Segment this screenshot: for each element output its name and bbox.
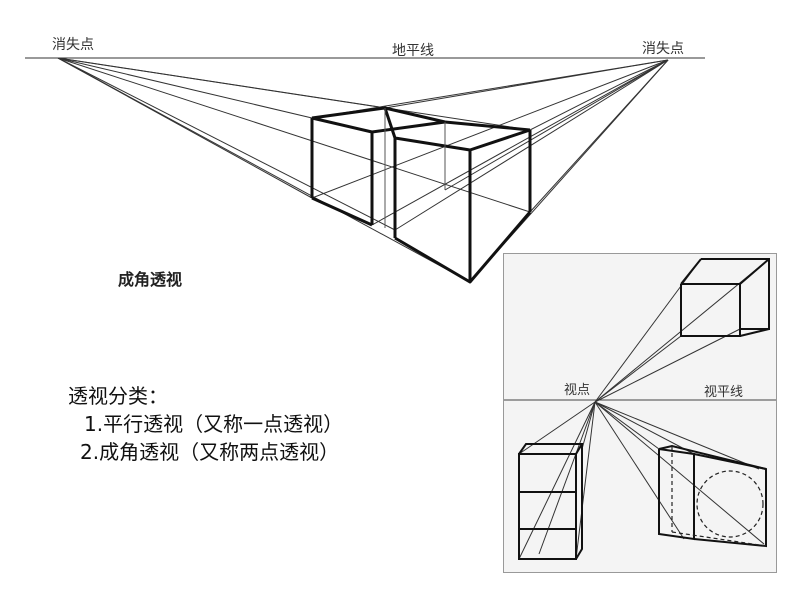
two-point-perspective-drawing <box>25 57 705 284</box>
eye-level-label: 视平线 <box>704 385 744 400</box>
vanishing-point-right-label: 消失点 <box>642 41 684 57</box>
notes-heading: 透视分类： <box>68 384 168 408</box>
notes-item-2: 2.成角透视（又称两点透视） <box>80 440 340 464</box>
inset-drawing <box>504 258 776 560</box>
vanishing-point-left-label: 消失点 <box>52 37 94 53</box>
inset-perspective-illustration: 视点 视平线 <box>503 253 777 573</box>
viewpoint-label: 视点 <box>564 383 591 398</box>
perspective-classification-notes: 透视分类： 1.平行透视（又称一点透视） 2.成角透视（又称两点透视） <box>68 382 343 466</box>
notes-item-1: 1.平行透视（又称一点透视） <box>84 412 344 436</box>
horizon-label: 地平线 <box>392 43 434 59</box>
diagram-caption: 成角透视 <box>118 270 183 289</box>
